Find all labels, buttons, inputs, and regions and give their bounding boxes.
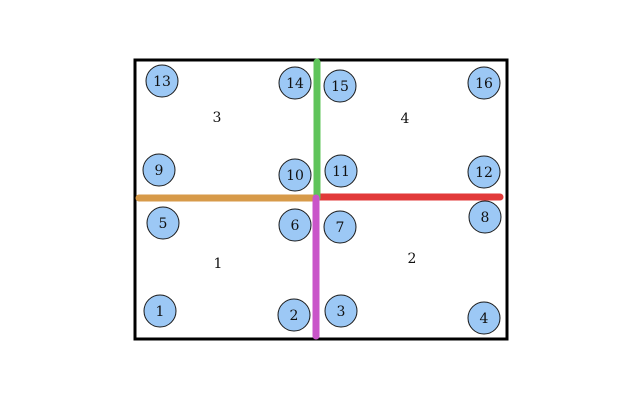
svg-text:10: 10 <box>286 168 304 184</box>
svg-text:13: 13 <box>153 74 171 90</box>
svg-text:6: 6 <box>291 218 300 234</box>
node: 5 <box>146 206 180 240</box>
svg-text:2: 2 <box>290 308 299 324</box>
node: 2 <box>277 298 311 332</box>
node: 10 <box>278 158 312 192</box>
svg-text:12: 12 <box>475 165 493 181</box>
svg-text:14: 14 <box>286 76 304 92</box>
node: 3 <box>324 294 358 328</box>
svg-text:8: 8 <box>481 210 490 226</box>
region-label: 4 <box>401 111 410 127</box>
svg-text:9: 9 <box>155 163 164 179</box>
svg-text:16: 16 <box>475 76 493 92</box>
svg-text:3: 3 <box>337 304 346 320</box>
region-label: 1 <box>214 256 223 272</box>
node: 13 <box>145 64 179 98</box>
node: 4 <box>467 301 501 335</box>
node: 11 <box>324 154 358 188</box>
node: 6 <box>278 208 312 242</box>
node: 15 <box>323 69 357 103</box>
svg-text:4: 4 <box>480 311 489 327</box>
node: 8 <box>468 200 502 234</box>
svg-text:1: 1 <box>156 304 165 320</box>
node: 9 <box>142 153 176 187</box>
node: 14 <box>278 66 312 100</box>
svg-text:15: 15 <box>331 79 349 95</box>
svg-text:11: 11 <box>332 164 350 180</box>
svg-text:7: 7 <box>336 220 345 236</box>
node: 12 <box>467 155 501 189</box>
region-label: 3 <box>213 110 222 126</box>
region-label: 2 <box>408 251 417 267</box>
svg-text:5: 5 <box>159 216 168 232</box>
node: 7 <box>323 210 357 244</box>
node: 1 <box>143 294 177 328</box>
node: 16 <box>467 66 501 100</box>
